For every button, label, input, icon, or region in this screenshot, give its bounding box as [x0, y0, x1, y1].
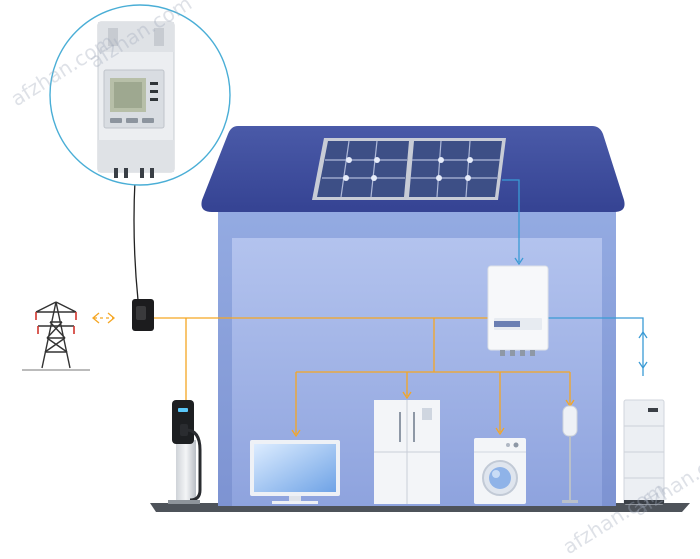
ac-wires: [150, 317, 571, 434]
wiring: [91, 179, 648, 438]
smart-meter-callout: [49, 4, 231, 186]
solar-panel-icon: [312, 138, 506, 200]
lamp-icon: [562, 405, 578, 503]
din-rail-meter-icon: [97, 21, 175, 178]
dc-wires: [502, 179, 644, 376]
ev-charger-icon: [168, 400, 202, 504]
inverter-icon: [487, 265, 549, 356]
arrowheads: [91, 257, 648, 438]
tv-icon: [250, 440, 340, 504]
battery-stack-icon: [623, 399, 665, 505]
washer-icon: [474, 438, 526, 504]
transmission-tower-icon: [22, 301, 90, 371]
fridge-icon: [374, 400, 440, 504]
meter-cable: [133, 179, 139, 301]
home-energy-diagram: [22, 4, 690, 512]
ct-clamp-icon: [132, 299, 154, 331]
